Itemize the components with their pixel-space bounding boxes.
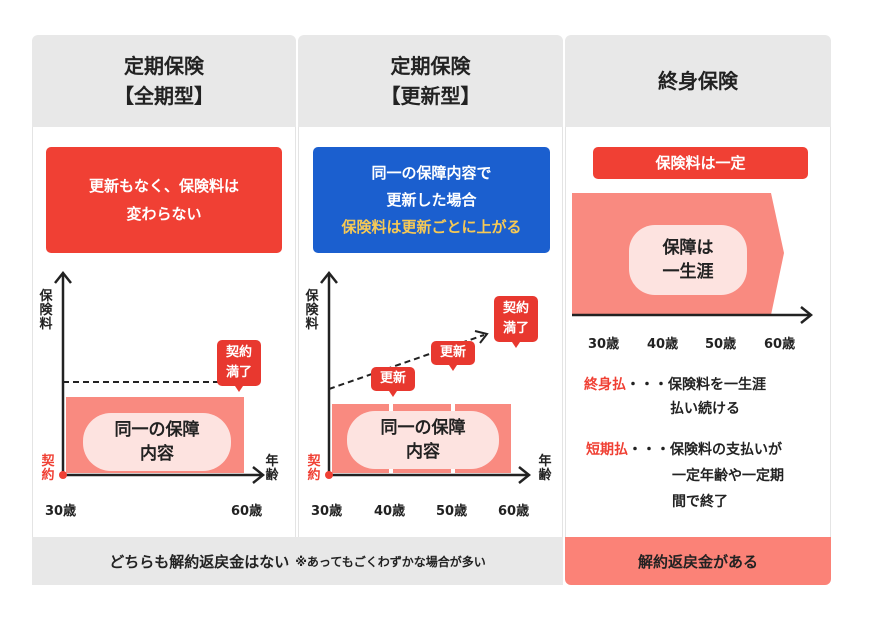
coverage-pill: 同一の保障 内容 [83, 413, 231, 471]
x-axis-label: 年齢 [265, 454, 279, 483]
footer-right: 解約返戻金がある [565, 537, 831, 585]
tick-label: 50歳 [436, 504, 468, 519]
column-whole-life: 終身保険 保険料は一定 保障は 一生涯 30歳 40歳 50歳 60歳 終身払・… [565, 35, 831, 585]
contract-end-bubble: 契約満了 [494, 296, 538, 348]
payment-term: 短期払 [586, 442, 628, 458]
column-header: 終身保険 [565, 35, 831, 127]
banner: 更新もなく、保険料は 変わらない [46, 147, 282, 253]
contract-label: 契約 [307, 454, 321, 483]
x-axis-label: 年齢 [538, 454, 552, 483]
column-term-full: 定期保険 【全期型】 更新もなく、保険料は 変わらない 同一の保障 内容 保険料… [32, 35, 296, 537]
column-body: 更新もなく、保険料は 変わらない 同一の保障 内容 保険料 契約 年齢 契約満了 [32, 127, 296, 537]
tick-label: 30歳 [45, 504, 77, 519]
tick-label: 50歳 [705, 337, 737, 352]
y-axis-label: 保険料 [39, 289, 53, 332]
column-subtitle: 【更新型】 [380, 84, 481, 108]
tick-label: 40歳 [374, 504, 406, 519]
banner: 保険料は一定 [593, 147, 808, 179]
tick-label: 60歳 [498, 504, 530, 519]
column-header: 定期保険 【更新型】 [298, 35, 563, 127]
payment-term: 終身払 [584, 377, 626, 393]
column-body: 保険料は一定 保障は 一生涯 30歳 40歳 50歳 60歳 終身払・・・保険料… [565, 127, 831, 537]
contract-end-bubble: 契約満了 [217, 340, 261, 392]
tick-label: 40歳 [647, 337, 679, 352]
y-axis-label: 保険料 [305, 289, 319, 332]
column-title: 定期保険 [390, 54, 471, 78]
tick-label: 60歳 [231, 504, 263, 519]
coverage-pill: 同一の保障 内容 [347, 411, 499, 469]
footer-main: どちらも解約返戻金はない [109, 552, 290, 571]
column-title: 終身保険 [658, 69, 738, 93]
tick-label: 30歳 [588, 337, 620, 352]
column-term-renewal: 定期保険 【更新型】 同一の保障内容で 更新した場合 保険料は更新ごとに上がる … [298, 35, 563, 537]
tick-label: 60歳 [764, 337, 796, 352]
contract-label: 契約 [41, 454, 55, 483]
tick-label: 30歳 [311, 504, 343, 519]
column-body: 同一の保障内容で 更新した場合 保険料は更新ごとに上がる 同一の保障 内容 保険… [298, 127, 563, 537]
payment-note: 短期払・・・保険料の支払いが 一定年齢や一定期 間で終了 [586, 442, 784, 510]
footer-left: どちらも解約返戻金はない ※あってもごくわずかな場合が多い [32, 537, 563, 585]
payment-note: 終身払・・・保険料を一生涯 払い続ける [584, 377, 766, 417]
coverage-pill: 保障は 一生涯 [629, 225, 747, 295]
premium-chart [54, 270, 266, 484]
column-title: 定期保険 [124, 54, 204, 78]
renewal-bubble: 更新 [431, 341, 475, 371]
column-subtitle: 【全期型】 [114, 84, 214, 108]
footer-note: ※あってもごくわずかな場合が多い [295, 554, 486, 569]
renewal-bubble: 更新 [371, 367, 415, 397]
column-header: 定期保険 【全期型】 [32, 35, 296, 127]
banner: 同一の保障内容で 更新した場合 保険料は更新ごとに上がる [313, 147, 550, 253]
